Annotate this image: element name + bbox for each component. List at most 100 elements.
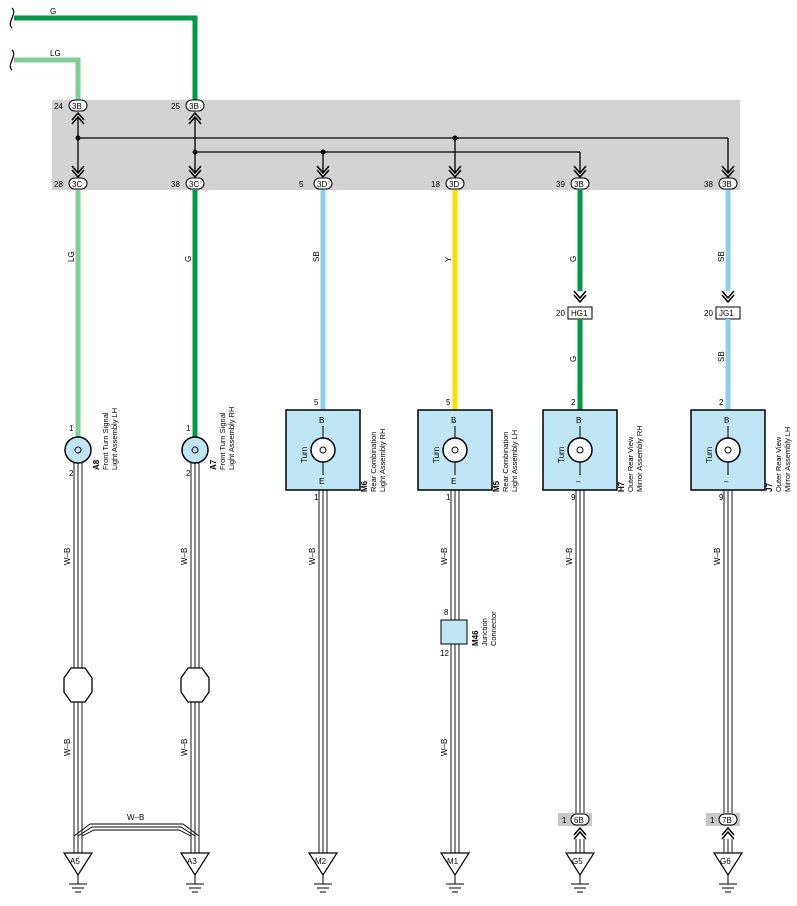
component-bottom-terminal: – xyxy=(576,477,581,486)
inline-connector-code: HG1 xyxy=(571,309,588,318)
branch-connector-pin: 5 xyxy=(299,180,304,189)
branch-connector-code: 3D xyxy=(449,180,459,189)
component-out-pin: 9 xyxy=(719,493,724,502)
component-in-pin: 2 xyxy=(571,398,576,407)
ground-wire-label-lower: W–B xyxy=(180,739,189,756)
component-function-label: Turn xyxy=(705,447,714,463)
ground-wire-label: W–B xyxy=(565,548,574,565)
component-bottom-terminal: E xyxy=(451,477,456,486)
top-connector-24: 24 3B xyxy=(54,99,88,125)
splice-octagon-icon xyxy=(63,667,93,703)
component-in-pin: 1 xyxy=(69,424,74,433)
component-in-pin: 5 xyxy=(314,398,319,407)
ground-symbol xyxy=(564,852,596,877)
component-top-terminal: B xyxy=(319,416,324,425)
branch-connector-pin: 38 xyxy=(704,180,713,189)
junction-connector-m46: 8 12 M46 Junction Connector xyxy=(440,608,498,658)
bus-junction-dots xyxy=(75,135,458,155)
wire-color-label: SB xyxy=(717,251,726,262)
ground-connector-pin: 1 xyxy=(562,816,567,825)
input-break-g xyxy=(9,7,15,29)
branch-connector-code: 3C xyxy=(72,180,82,189)
component-out-pin: 1 xyxy=(446,493,451,502)
input-wire-label-g: G xyxy=(50,7,56,16)
top-connector-pin: 24 xyxy=(54,102,63,111)
input-wire-lg xyxy=(14,57,81,100)
ground-symbol xyxy=(307,852,339,877)
component-name-line-2: Mirror Assembly RH xyxy=(635,425,644,492)
component-code: M6 xyxy=(360,480,369,492)
ground-wire-label-lower: W–B xyxy=(63,739,72,756)
ground-wire-label: W–B xyxy=(440,548,449,565)
wire-color-label: Y xyxy=(444,256,453,262)
component-out-pin: 9 xyxy=(571,493,576,502)
ground-label: A5 xyxy=(70,857,80,866)
ground-connector-code: 6B xyxy=(574,816,584,825)
component-top-terminal: B xyxy=(451,416,456,425)
junction-in-pin: 8 xyxy=(444,608,449,617)
bus-wiring xyxy=(77,117,729,172)
junction-name-line-1: Junction xyxy=(480,618,489,646)
component-code: M5 xyxy=(492,480,501,492)
branch-connector-pin: 28 xyxy=(54,180,63,189)
component-name-line-1: Rear Combination xyxy=(369,432,378,492)
input-wire-label-lg: LG xyxy=(50,49,61,58)
component-top-terminal: B xyxy=(724,416,729,425)
component-name-line-1: Front Turn Signal xyxy=(101,412,110,470)
inline-connector-pin: 20 xyxy=(704,309,713,318)
input-wire-g xyxy=(14,15,198,100)
component-top-terminal: B xyxy=(576,416,581,425)
inline-connector-pin: 20 xyxy=(556,309,565,318)
junction-out-pin: 12 xyxy=(440,649,449,658)
bulb-icon xyxy=(310,437,336,463)
bulb-icon xyxy=(181,436,209,464)
ground-connector-pin: 1 xyxy=(710,816,715,825)
component-in-pin: 1 xyxy=(186,424,191,433)
component-name-line-1: Rear Combination xyxy=(501,432,510,492)
ground-symbol xyxy=(62,852,94,877)
component-name-line-2: Light Assembly RH xyxy=(227,407,236,470)
ground-label: M2 xyxy=(315,857,327,866)
branch-connector-code: 3B xyxy=(574,180,584,189)
junction-connector-box xyxy=(440,619,468,645)
junction-code: M46 xyxy=(471,630,480,646)
wire-color-label-lower: SB xyxy=(717,351,726,362)
component-name-line-2: Mirror Assembly LH xyxy=(783,427,792,492)
component-function-label: Turn xyxy=(432,447,441,463)
bulb-icon xyxy=(64,436,92,464)
wire-color-label: G xyxy=(569,256,578,262)
ground-wire-label: W–B xyxy=(63,548,72,565)
wire-color-label: SB xyxy=(312,251,321,262)
top-connector-pin: 25 xyxy=(171,102,180,111)
top-connector-25: 25 3B xyxy=(171,99,205,125)
branch-connector-code: 3D xyxy=(317,180,327,189)
ground-label: G5 xyxy=(572,857,583,866)
ground-wire-label: W–B xyxy=(180,548,189,565)
wire-color-label: G xyxy=(184,256,193,262)
inline-connector-code: JG1 xyxy=(719,309,734,318)
branch-connector-code: 3B xyxy=(722,180,732,189)
input-break-lg xyxy=(9,49,15,71)
ground-label: M1 xyxy=(447,857,459,866)
wire-color-label: LG xyxy=(67,251,76,262)
component-out-pin: 2 xyxy=(69,469,74,478)
ground-cross-wire xyxy=(73,823,200,837)
top-connector-code: 3B xyxy=(189,102,199,111)
ground-label: A3 xyxy=(187,857,197,866)
top-connector-code: 3B xyxy=(72,102,82,111)
ground-label: G6 xyxy=(720,857,731,866)
component-name-line-2: Light Assembly RH xyxy=(378,429,387,492)
ground-symbol xyxy=(712,852,744,877)
junction-block xyxy=(52,100,740,190)
bulb-icon xyxy=(442,437,468,463)
branch-connector-pin: 38 xyxy=(171,180,180,189)
ground-wire-label: W–B xyxy=(713,548,722,565)
